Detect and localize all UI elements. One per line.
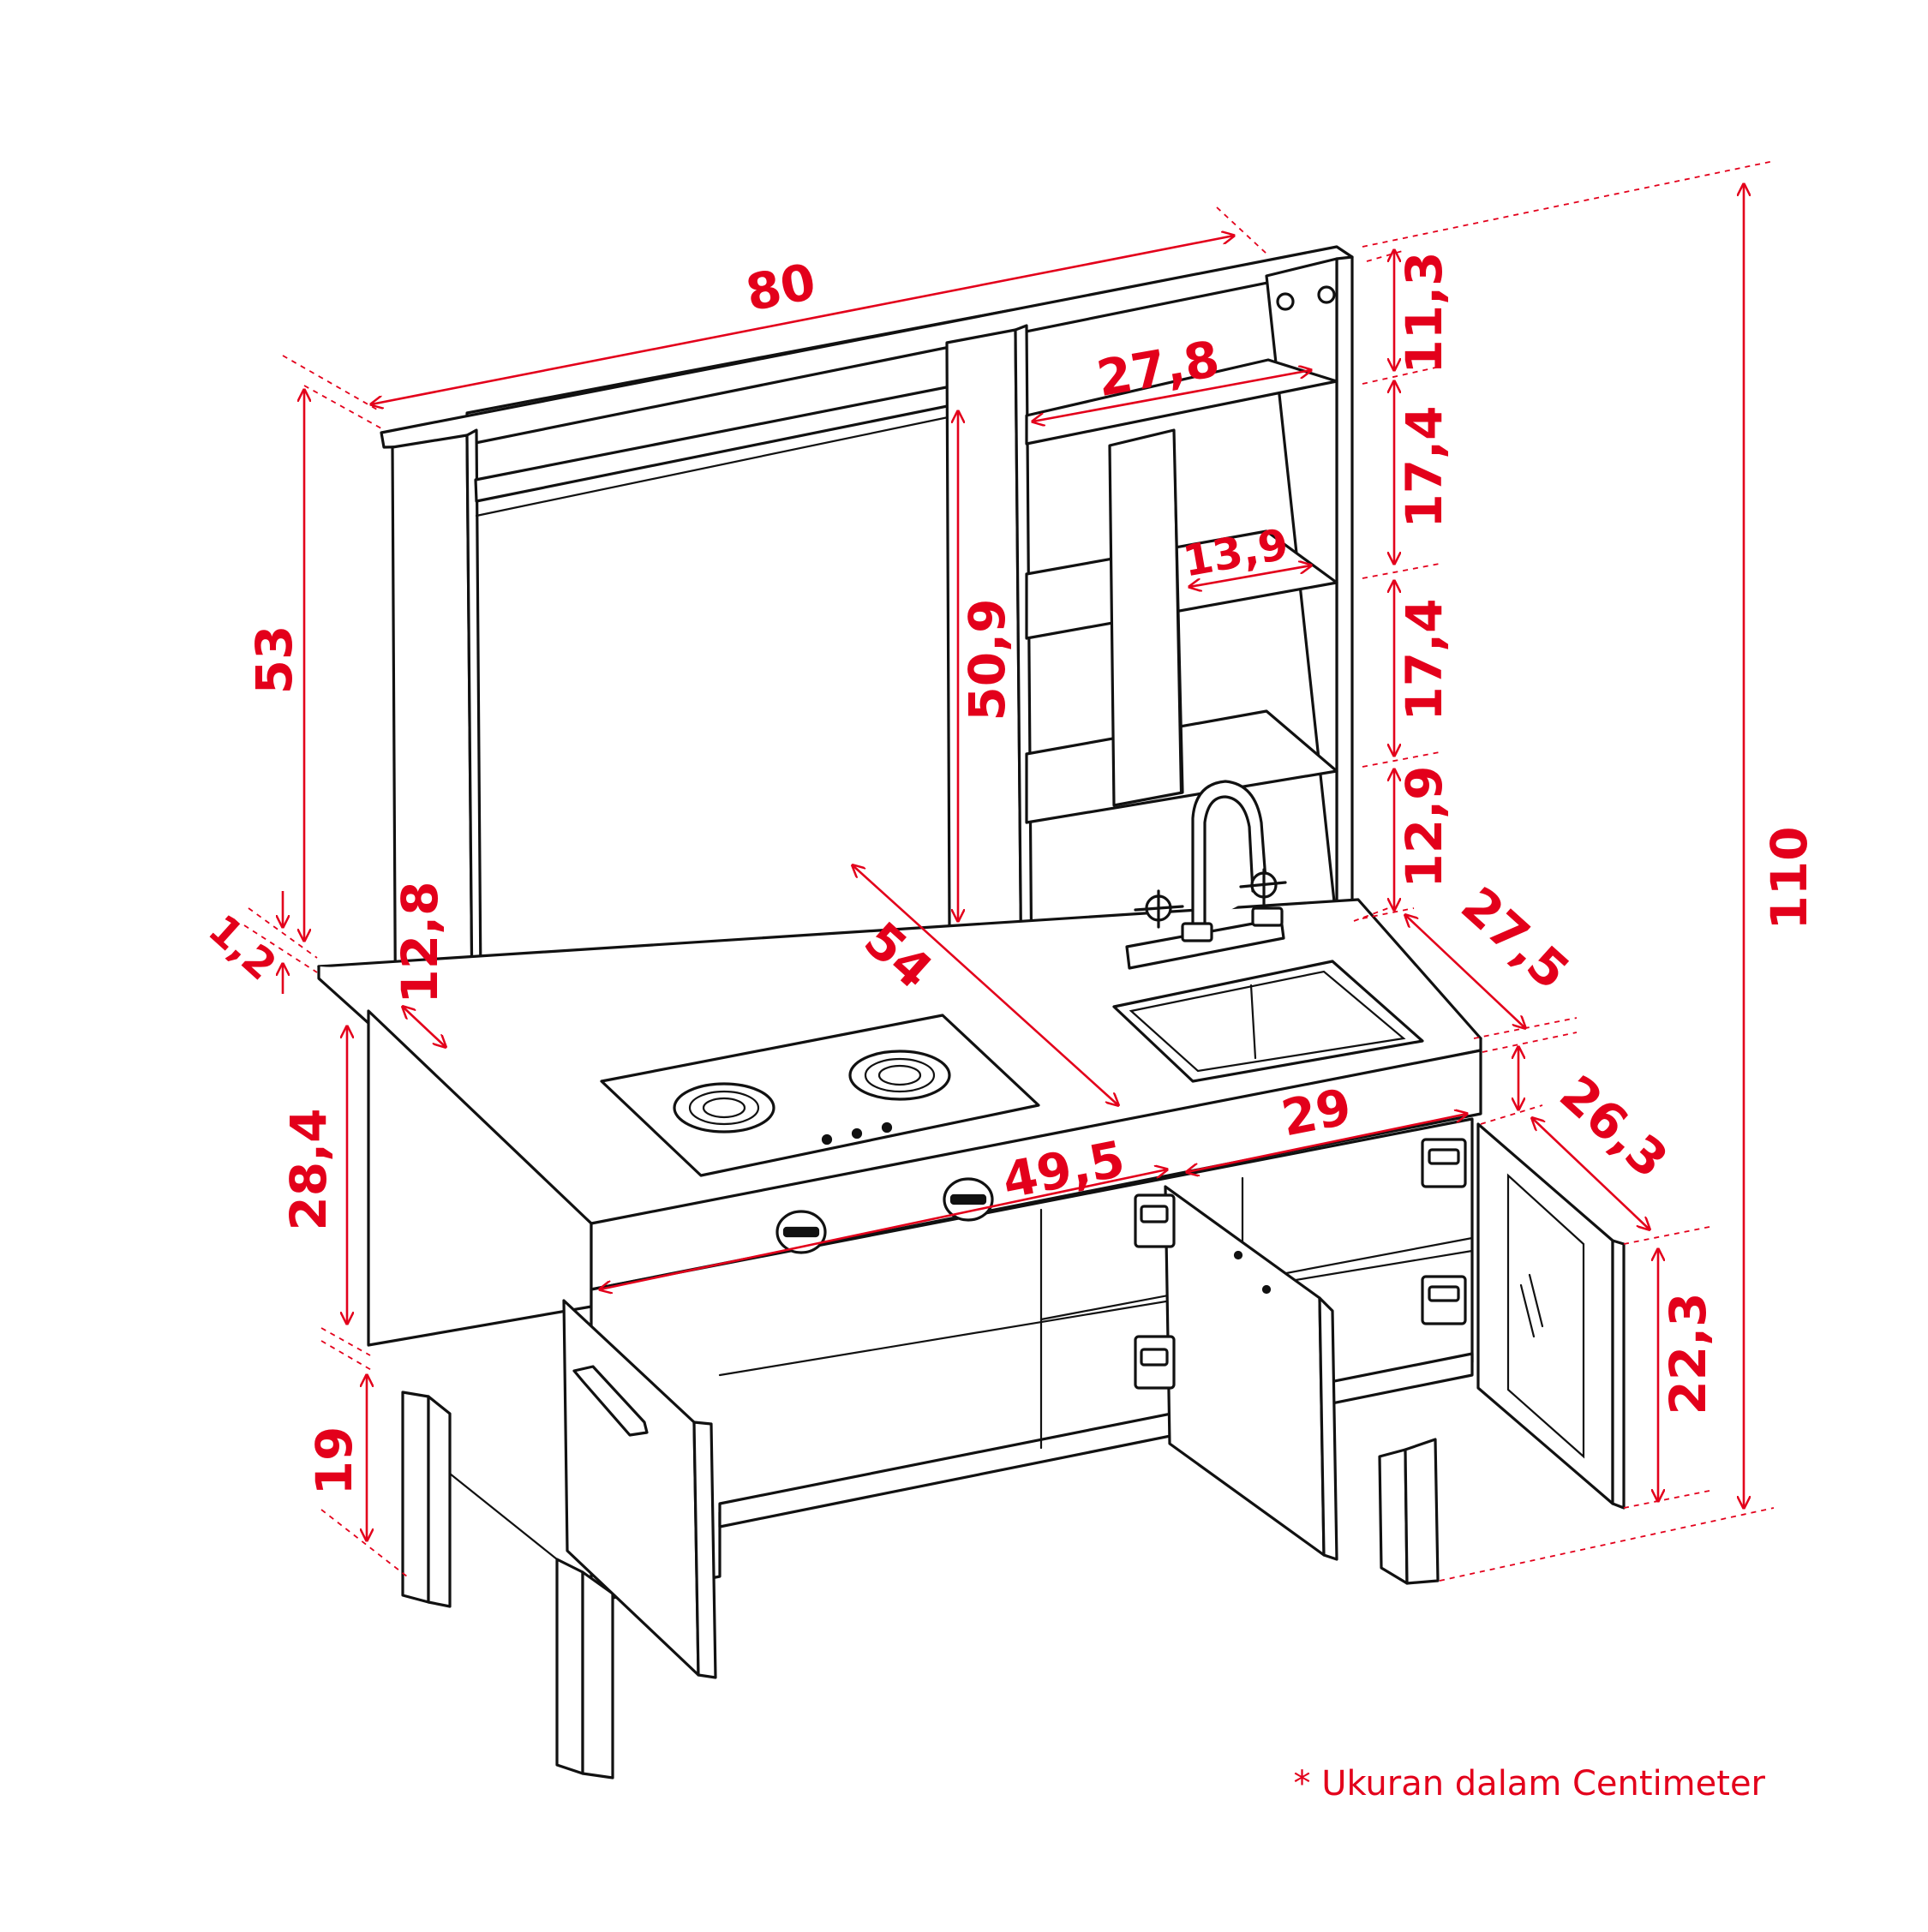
middle-door-dot-2 [1261,1284,1272,1295]
cubby-divider-edge [1172,428,1183,794]
dim-leg-height: 19 [305,1340,408,1577]
dim-counter-thickness-right [1482,1032,1578,1110]
label-total-height: 110 [1760,826,1818,930]
label-total-width: 80 [741,252,820,322]
dim-total-height: 110 [1362,160,1818,1582]
label-cabinet-height: 28,4 [279,1108,338,1230]
label-sink-width: 29 [1277,1077,1356,1147]
right-upright [1335,255,1354,925]
shelf-2 [1025,529,1338,640]
indicator-2 [851,1127,863,1139]
sink-basin [1129,970,1406,1073]
hole-2 [1317,285,1336,304]
knob-right [943,1177,994,1222]
label-shelf-gap-2: 17,4 [1395,598,1453,721]
dim-top-thickness: 1,2 [199,891,318,994]
dim-right-door-height: 22,3 [1623,1226,1717,1509]
right-door [1476,1122,1614,1505]
label-shelf-gap-1: 17,4 [1395,405,1453,528]
label-side-depth: 27,5 [1450,876,1580,1001]
right-door-edge [1611,1239,1626,1510]
sink-basin-seam [1249,984,1257,1060]
hole-1 [1276,292,1295,311]
leg-front-right [1378,1448,1409,1585]
label-right-door-width: 26,3 [1548,1064,1679,1189]
cubby-divider [1108,428,1184,807]
burner-left [673,1082,775,1133]
label-leg-height: 19 [305,1427,363,1496]
glass-shine-1 [1519,1283,1536,1338]
middle-door-dot-1 [1233,1250,1243,1260]
label-divider-height: 50,9 [958,598,1016,721]
side-rail [448,1472,559,1561]
glass-shine-2 [1528,1273,1544,1328]
rail-shadow [475,410,979,517]
indicator-3 [881,1122,893,1133]
left-door-edge [692,1421,717,1679]
leg-front-right-side [1404,1438,1440,1585]
units-note: * Ukuran dalam Centimeter [1293,1764,1765,1803]
leg-back-left-side [427,1395,452,1608]
label-board-depth: 12,8 [391,881,449,1003]
dim-right-shelves: 11,3 17,4 17,4 12,9 [1362,250,1453,919]
indicator-1 [821,1133,833,1145]
dim-board-depth: 12,8 [391,881,449,1047]
left-door-handle [572,1365,649,1437]
dim-cabinet-height: 28,4 [279,1026,371,1356]
inner-shelf-back [718,1249,1474,1377]
label-right-door-height: 22,3 [1659,1292,1717,1415]
dim-upper-height: 53 [245,385,382,941]
leg-back-left [401,1391,430,1604]
burner-right [848,1050,951,1101]
leg-front-left [555,1558,584,1775]
leg-front-left-side [581,1570,614,1779]
sink-rim [1112,960,1424,1083]
label-top-shelf-gap: 11,3 [1395,251,1453,374]
play-kitchen-outline [317,245,1626,1779]
dim-divider-height: 50,9 [958,411,1016,921]
faucet [1125,780,1287,970]
label-faucet-gap: 12,9 [1395,765,1453,888]
label-top-thickness: 1,2 [199,906,285,990]
label-upper-height: 53 [245,625,303,695]
dim-total-width: 80 [282,206,1267,410]
middle-door-edge [1318,1296,1338,1561]
dim-sink-width: 29 [1187,1077,1467,1172]
